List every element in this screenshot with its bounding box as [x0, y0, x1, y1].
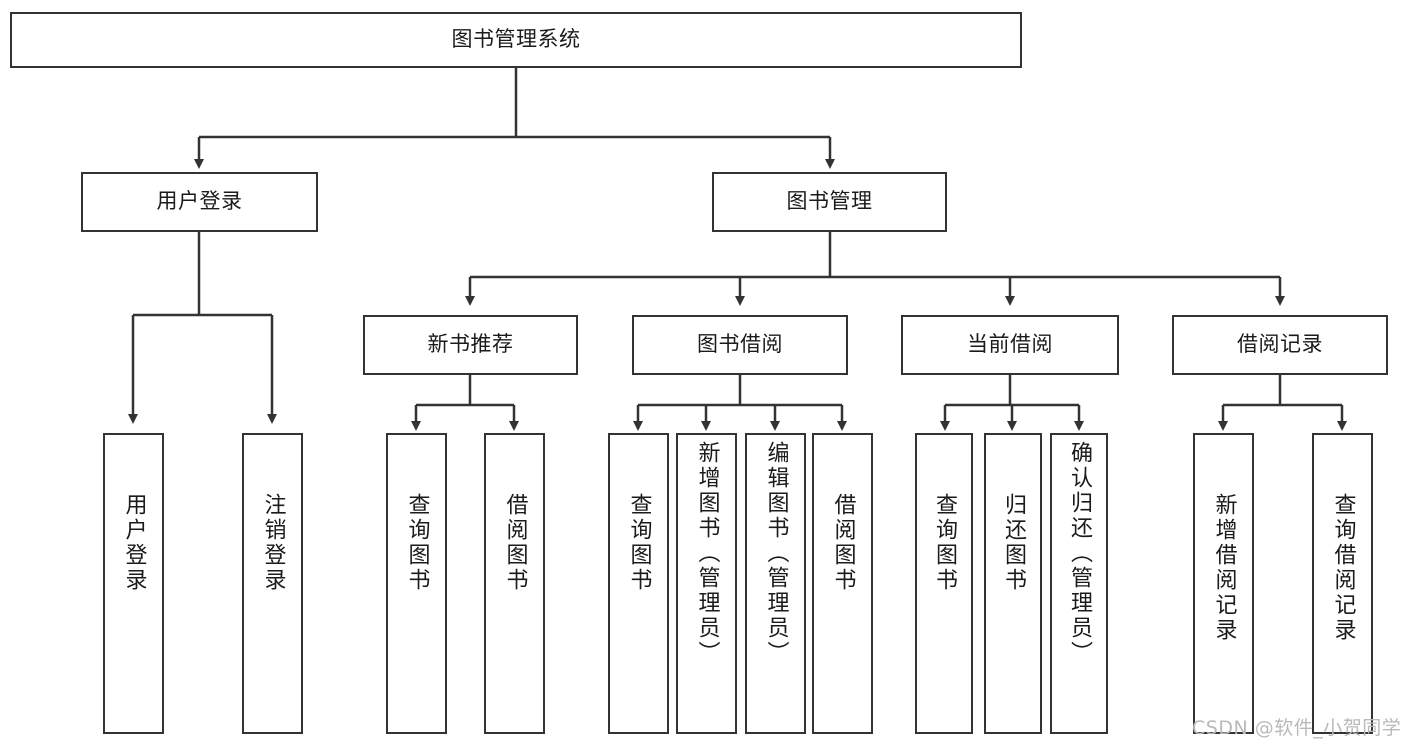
leaf-user-login-login[interactable]: 用户登录	[103, 433, 164, 734]
node-root-system[interactable]: 图书管理系统	[10, 12, 1022, 68]
leaf-book-borrow-add[interactable]: 新增图书（管理员）	[676, 433, 737, 734]
node-label: 新增图书（管理员）	[694, 441, 720, 666]
node-label: 查询图书	[932, 493, 957, 593]
node-new-book-recommend[interactable]: 新书推荐	[363, 315, 578, 375]
node-label: 用户登录	[156, 189, 243, 214]
watermark: CSDN @软件_小贺同学	[1192, 717, 1402, 739]
node-label: 新书推荐	[427, 332, 514, 357]
node-label: 图书管理系统	[451, 27, 581, 52]
leaf-book-borrow-edit[interactable]: 编辑图书（管理员）	[745, 433, 806, 734]
node-label: 编辑图书（管理员）	[763, 441, 789, 666]
node-label: 借阅图书	[502, 493, 528, 593]
node-book-management[interactable]: 图书管理	[712, 172, 947, 232]
node-borrow-record[interactable]: 借阅记录	[1172, 315, 1388, 375]
node-current-borrow[interactable]: 当前借阅	[901, 315, 1119, 375]
leaf-book-borrow-query[interactable]: 查询图书	[608, 433, 669, 734]
node-label: 当前借阅	[967, 332, 1053, 357]
node-label: 查询图书	[626, 493, 652, 593]
leaf-borrow-record-query[interactable]: 查询借阅记录	[1312, 433, 1373, 734]
leaf-current-borrow-return[interactable]: 归还图书	[984, 433, 1042, 734]
node-label: 用户登录	[121, 493, 147, 593]
leaf-borrow-record-add[interactable]: 新增借阅记录	[1193, 433, 1254, 734]
leaf-new-book-query[interactable]: 查询图书	[386, 433, 447, 734]
leaf-book-borrow-borrow[interactable]: 借阅图书	[812, 433, 873, 734]
leaf-new-book-borrow[interactable]: 借阅图书	[484, 433, 545, 734]
node-label: 注销登录	[260, 493, 286, 593]
node-label: 确认归还（管理员）	[1067, 441, 1092, 666]
node-label: 查询借阅记录	[1330, 493, 1356, 643]
leaf-user-login-logout[interactable]: 注销登录	[242, 433, 303, 734]
node-label: 归还图书	[1001, 493, 1026, 593]
node-book-borrow[interactable]: 图书借阅	[632, 315, 848, 375]
node-label: 查询图书	[404, 493, 430, 593]
leaf-current-borrow-query[interactable]: 查询图书	[915, 433, 973, 734]
node-label: 图书借阅	[697, 332, 783, 357]
node-label: 借阅记录	[1237, 332, 1323, 357]
node-label: 借阅图书	[830, 493, 856, 593]
node-user-login[interactable]: 用户登录	[81, 172, 318, 232]
node-label: 新增借阅记录	[1211, 493, 1237, 643]
node-label: 图书管理	[786, 189, 873, 214]
leaf-current-borrow-confirm-return[interactable]: 确认归还（管理员）	[1050, 433, 1108, 734]
